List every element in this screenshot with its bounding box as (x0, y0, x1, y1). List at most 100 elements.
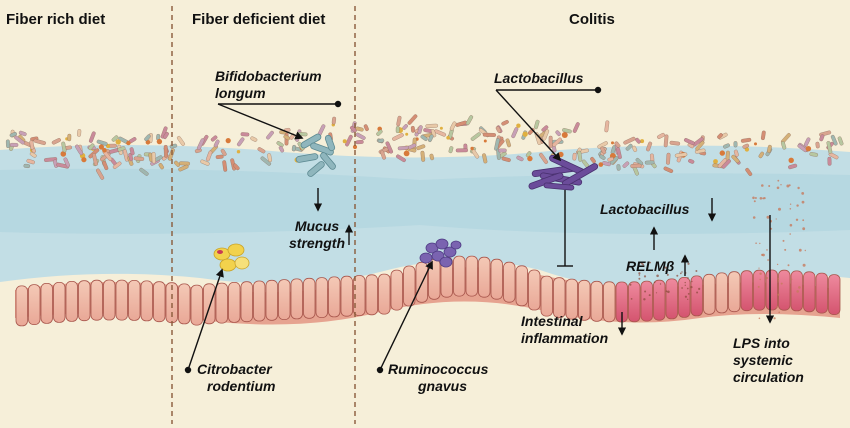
bacterium (291, 144, 297, 152)
bacterium (666, 152, 671, 165)
lps-particle (787, 264, 790, 267)
lps-particle (755, 242, 757, 244)
epithelial-cell (453, 255, 466, 297)
bacterium (828, 152, 839, 160)
bacterium (455, 148, 468, 153)
lps-particle (766, 249, 768, 251)
bacterium (144, 134, 151, 142)
relmb-particle (676, 274, 679, 277)
lps-particle (802, 263, 806, 267)
bacterium (758, 151, 765, 159)
bacterium (342, 139, 347, 144)
bacterium (206, 150, 213, 162)
bacterium (376, 129, 383, 136)
label-lps: LPS into systemic circulation (733, 335, 804, 386)
lps-particle (796, 290, 799, 293)
bacterium (449, 121, 457, 131)
epithelial-cell (478, 256, 491, 298)
bacterium (501, 156, 511, 162)
bacterium (522, 131, 528, 137)
epithelial-cell (278, 279, 291, 321)
lps-particle (758, 317, 761, 320)
bacterium (470, 146, 474, 151)
bacterium (237, 137, 245, 147)
bacterium (102, 160, 109, 171)
bacterium (178, 164, 189, 172)
bacterium (410, 125, 415, 133)
relmb-particle (664, 266, 667, 269)
epithelial-cell (803, 271, 816, 313)
bacterium (174, 160, 181, 167)
bacterium (646, 141, 653, 152)
epithelial-cell (565, 278, 578, 320)
relmb-particle (643, 275, 647, 278)
bacterium (439, 126, 443, 130)
lps-particle (753, 200, 756, 203)
bacterium (257, 147, 266, 154)
luminal-bacteria-band (5, 114, 844, 180)
epithelial-cell (465, 255, 478, 297)
bacterium (129, 147, 135, 156)
bacterium (18, 130, 27, 137)
epithelial-cell (53, 281, 66, 323)
bacterium (830, 134, 838, 146)
bacterium (815, 141, 820, 149)
bacterium (525, 151, 532, 158)
bacterium (96, 139, 108, 146)
bacterium (162, 131, 169, 140)
label-mucus-line2: strength (289, 235, 345, 251)
label-ruminococcus-line1: Ruminococcus (388, 361, 489, 377)
lps-particle (776, 263, 779, 266)
relmb-particle (655, 292, 658, 294)
bacterium (117, 146, 126, 152)
epithelial-cell (290, 278, 303, 320)
bacterium (548, 135, 553, 148)
bacterium (640, 139, 645, 144)
epithelial-cell (403, 265, 416, 307)
bacterium (222, 160, 228, 172)
rumino-pointer (379, 260, 433, 371)
relmb-particle (684, 281, 686, 284)
bacterium (572, 122, 580, 133)
citro-pointer (187, 268, 224, 371)
epithelial-cell (753, 269, 766, 311)
epithelial-cell (340, 275, 353, 317)
lps-particle (766, 215, 770, 219)
bacterium (115, 139, 121, 145)
lps-particle (789, 203, 792, 205)
lps-particle (782, 239, 785, 242)
bacterium (625, 143, 633, 151)
relmb-particle (687, 262, 690, 265)
bacterium (60, 151, 67, 157)
bacterium (723, 143, 730, 149)
bacterium (511, 127, 519, 139)
bacterium (516, 123, 521, 128)
epithelial-cell (515, 265, 528, 307)
label-mucus-strength: Mucus strength (289, 218, 345, 252)
bacterium (688, 158, 695, 164)
bacterium (745, 167, 753, 176)
epithelial-cell (153, 281, 166, 323)
label-bifidobacterium: Bifidobacterium longum (215, 68, 322, 102)
lps-particle (802, 219, 805, 222)
bacterium (75, 144, 84, 156)
bacterium (63, 157, 70, 168)
bacterium (126, 140, 131, 146)
epithelial-cell (90, 279, 103, 321)
bacterium (663, 134, 669, 148)
bacterium (396, 115, 402, 127)
epithelial-cell (828, 274, 841, 316)
label-ruminococcus-line2: gnavus (418, 378, 468, 394)
epithelial-cell (253, 280, 266, 322)
lps-particle (789, 233, 791, 235)
bacterium (345, 134, 353, 147)
epithelial-cell (65, 280, 78, 322)
bacterium (111, 135, 119, 142)
bacterium (385, 141, 394, 154)
lps-particle (759, 272, 762, 275)
lps-particle (788, 184, 791, 187)
bacterium (196, 138, 205, 151)
relmb-particle (681, 287, 683, 289)
bacterium (220, 148, 227, 157)
bacterium (630, 163, 642, 168)
